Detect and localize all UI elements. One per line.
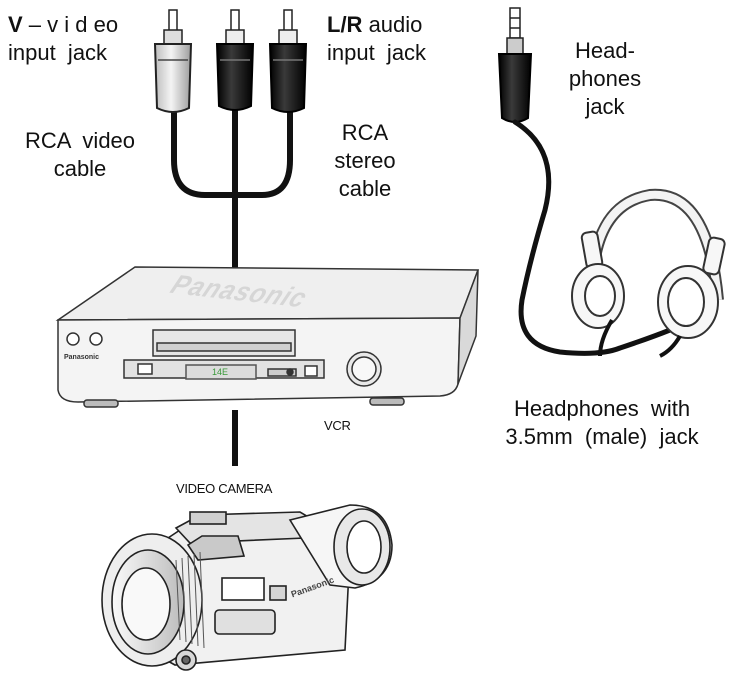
rca-video-cable-label-1: RCA video: [24, 128, 136, 153]
vcr-small-brand: Panasonic: [64, 354, 100, 361]
rca-stereo-cable-label-3: cable: [338, 176, 392, 201]
headphones-with-label-1: Headphones with: [513, 396, 691, 421]
vcr-illustration: [55, 266, 480, 408]
headphones-with-label-2: 3.5mm (male) jack: [505, 424, 699, 449]
headphones-jack-label-1: Head-: [575, 38, 635, 63]
video-rca-plug: [153, 9, 193, 113]
audio-right-cable-wire: [232, 107, 293, 198]
audio-right-rca-plug: [268, 9, 308, 113]
vcr-display: 14E: [212, 367, 229, 377]
video-camera-label: VIDEO CAMERA: [176, 481, 273, 496]
audio-left-rca-plug: [215, 9, 255, 111]
headphone-jack-plug: [497, 7, 533, 123]
audio-jack-letters: L/R: [327, 12, 363, 37]
headphone-cable: [512, 119, 673, 356]
audio-input-jack-label: L/R audio: [327, 12, 422, 38]
headphones-illustration: [571, 188, 726, 358]
video-cable-wire: [171, 107, 238, 198]
rca-stereo-cable-label-2: stereo: [334, 148, 396, 173]
video-input-jack-line2: input jack: [8, 40, 108, 65]
video-camera-illustration: [101, 504, 393, 671]
headphones-jack-label-2: phones: [568, 66, 642, 91]
rca-video-cable-label-2: cable: [53, 156, 107, 181]
video-input-jack-label: V – v i d eo: [8, 12, 118, 38]
video-jack-word: – v i d eo: [22, 12, 119, 37]
rca-stereo-cable-label-1: RCA: [341, 120, 389, 145]
audio-jack-word: audio: [362, 12, 423, 37]
video-jack-letter: V: [8, 12, 23, 37]
rca-cable-bundle: [171, 102, 293, 271]
audio-input-jack-line2: input jack: [327, 40, 427, 65]
vcr-label: VCR: [324, 418, 351, 433]
headphones-jack-label-3: jack: [585, 94, 625, 119]
